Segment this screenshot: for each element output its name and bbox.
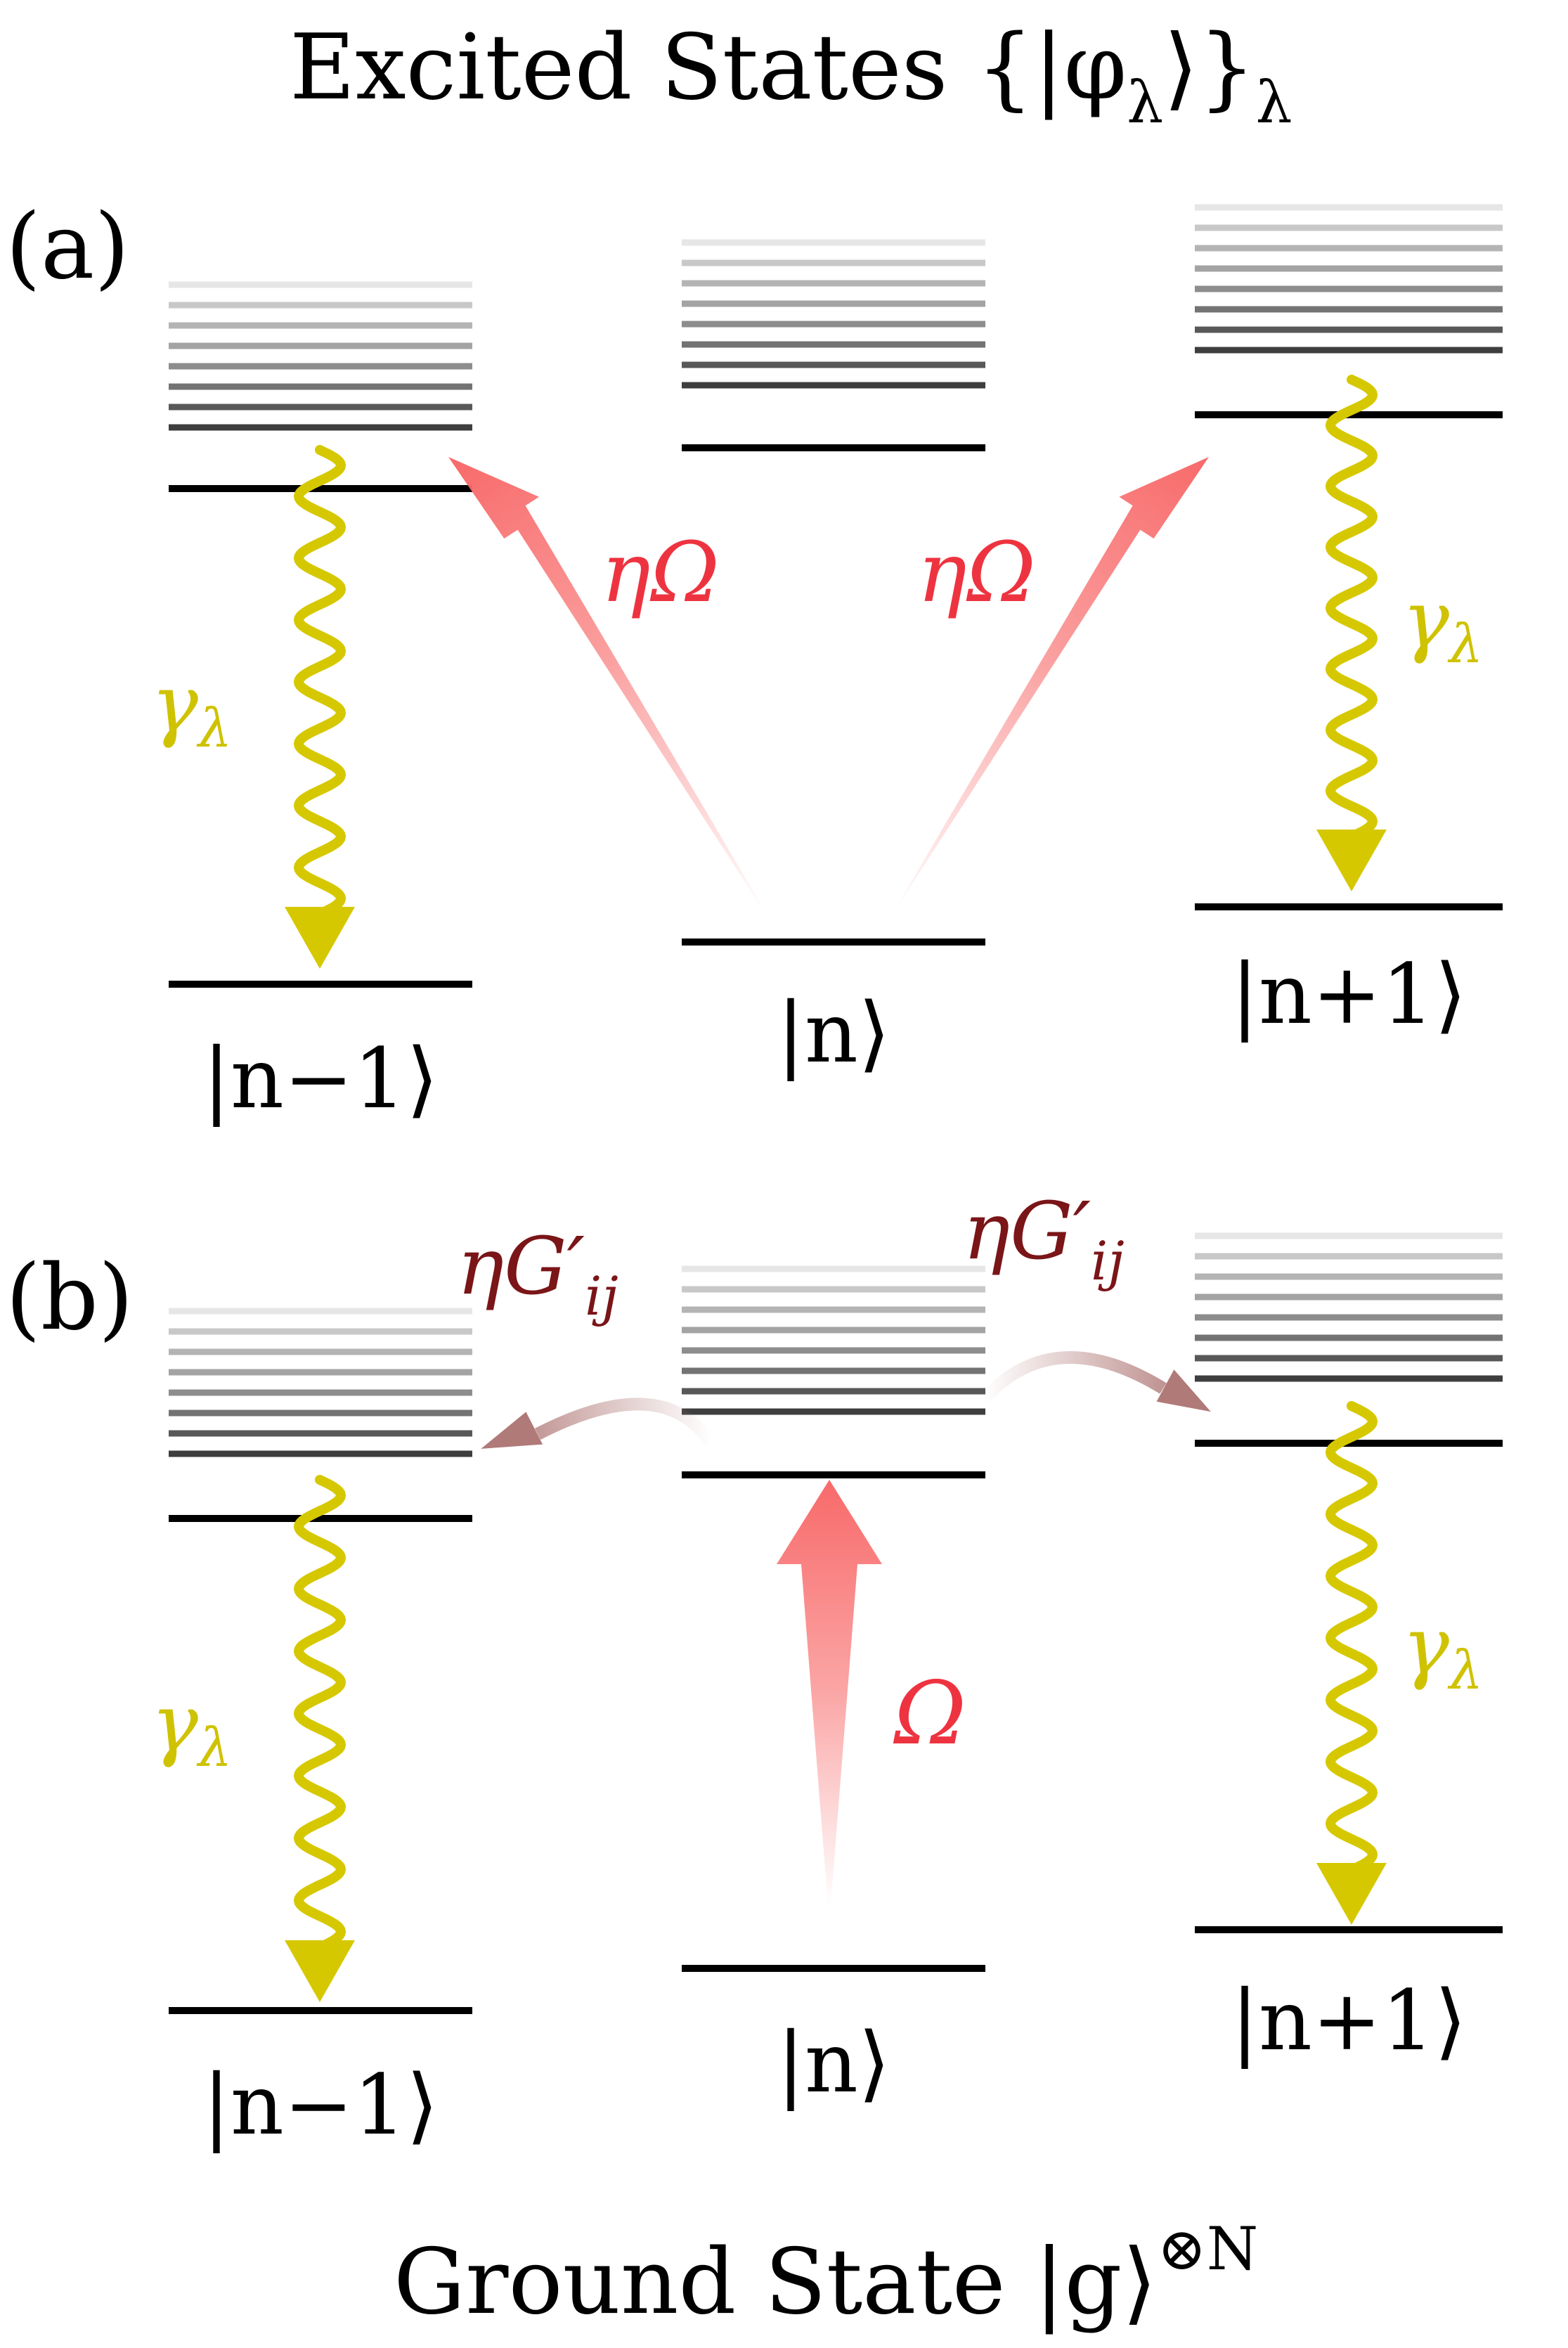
ket-b-left: |n−1⟩ [202,2056,439,2153]
excited-states-heading: Excited States {|φλ⟩}λ [290,15,1292,136]
ket-a-left: |n−1⟩ [202,1030,439,1127]
drive-arrow-b [777,1480,882,1905]
ket-a-center: |n⟩ [777,984,890,1081]
decay-arrows [285,375,1387,2002]
ket-b-center: |n⟩ [777,2014,890,2111]
manifold-b-center [682,1265,985,1478]
hop-arrow-b-left [481,1398,715,1449]
ground-levels [169,903,1503,2014]
decay-arrow-a-left [285,445,355,969]
decay-arrow-b-right [1316,1401,1387,1925]
decay-label-b-left: γλ [151,1678,232,1779]
manifold-a-center [682,239,985,451]
manifold-b-left [169,1308,472,1522]
hop-label-b-right: ηG′ij [963,1186,1125,1292]
manifold-a-right [1195,204,1503,418]
decay-label-a-right: γλ [1402,574,1483,675]
manifold-a-left [169,281,472,492]
hop-arrow-b-right [979,1351,1211,1412]
drive-label-b: Ω [893,1663,966,1765]
manifold-b-right [1195,1232,1503,1447]
decay-label-b-right: γλ [1402,1601,1483,1701]
ground-state-heading: Ground State |g⟩⊗N [394,2214,1258,2335]
coupling-label-a-left: ηΩ [601,524,720,621]
excited-state-manifolds [169,204,1503,1522]
panel-a-label: (a) [6,195,129,299]
ket-a-right: |n+1⟩ [1231,946,1467,1043]
coupling-arrow-a-right [892,457,1209,915]
ket-b-right: |n+1⟩ [1231,1972,1467,2069]
decay-arrow-b-left [285,1475,355,2002]
coupling-arrow-a-left [448,457,767,915]
decay-label-a-left: γλ [151,659,232,759]
panel-b-label: (b) [6,1246,134,1350]
decay-arrow-a-right [1316,375,1387,891]
coupling-label-a-right: ηΩ [917,524,1036,621]
hop-label-b-left: ηG′ij [457,1221,618,1327]
